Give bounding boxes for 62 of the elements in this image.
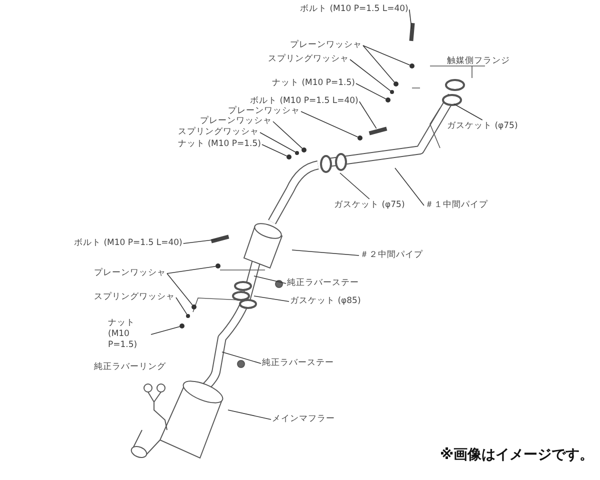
part-label: プレーンワッシャ	[94, 268, 166, 279]
leader-line	[362, 45, 395, 82]
leader-line	[166, 266, 216, 274]
bolt-icon	[210, 234, 230, 244]
leader-line	[358, 101, 377, 129]
bolt-icon	[409, 22, 415, 42]
part-label: ボルト (M10 P=1.5 L=40)	[74, 238, 182, 249]
part-label: プレーンワッシャ	[200, 116, 272, 127]
washer-icon	[394, 82, 398, 86]
caption: ※画像はイメージです。	[440, 446, 594, 464]
part-label: ナット (M10 P=1.5)	[272, 78, 355, 89]
spring-washer-icon	[186, 314, 190, 318]
part-label: スプリングワッシャ	[178, 127, 259, 138]
leader-line	[408, 9, 412, 30]
leader-line	[300, 111, 358, 138]
part-label: ボルト (M10 P=1.5 L=40)	[300, 4, 408, 15]
leader-line	[272, 121, 303, 149]
part-label: プレーンワッシャ	[290, 40, 362, 51]
spring-washer-icon	[390, 90, 394, 94]
spring-washer-icon	[295, 151, 299, 155]
washer-icon	[358, 136, 362, 140]
leader-line	[362, 45, 410, 66]
leader-line	[182, 238, 218, 244]
leader-line	[222, 352, 262, 364]
part-label: メインマフラー	[272, 414, 335, 425]
part-label: 触媒側フランジ	[447, 56, 510, 67]
leader-line	[394, 168, 424, 206]
nut-icon	[286, 154, 292, 160]
part-label: プレーンワッシャ	[228, 106, 300, 117]
leader-line	[150, 326, 180, 335]
leader-line	[228, 410, 272, 420]
part-label: ＃１中間パイプ	[425, 200, 488, 211]
leader-line	[340, 172, 370, 200]
nut-icon	[180, 324, 184, 328]
part-label: スプリングワッシャ	[268, 54, 349, 65]
part-label: 純正ラバーステー	[262, 358, 334, 369]
part-label: 純正ラバーリング	[94, 362, 166, 373]
leader-line	[292, 250, 360, 256]
leader-line	[260, 132, 296, 152]
washer-icon	[302, 148, 306, 152]
part-label: 純正ラバーステー	[287, 278, 359, 289]
leader-line	[166, 273, 193, 306]
part-label: ナット (M10 P=1.5)	[178, 139, 261, 150]
part-label: ガスケット (φ75)	[447, 121, 518, 132]
part-label: ボルト (M10 P=1.5 L=40)	[250, 96, 358, 107]
part-label: ガスケット (φ85)	[290, 296, 361, 307]
leader-line	[176, 297, 188, 315]
bolt-icon	[368, 126, 388, 136]
nut-icon	[386, 98, 390, 102]
part-label: スプリングワッシャ	[94, 292, 175, 303]
leader-line	[350, 59, 391, 92]
part-label: ＃２中間パイプ	[360, 250, 423, 261]
part-label: ナット (M10 P=1.5)	[108, 318, 150, 351]
leader-line	[254, 276, 286, 284]
leader-line	[454, 104, 483, 120]
part-label: ガスケット (φ75)	[334, 200, 405, 211]
washer-icon	[192, 304, 196, 310]
leader-line	[254, 296, 290, 302]
leader-line	[356, 83, 386, 100]
washer-icon	[216, 264, 220, 268]
leader-line	[262, 144, 288, 156]
washer-icon	[410, 64, 414, 68]
